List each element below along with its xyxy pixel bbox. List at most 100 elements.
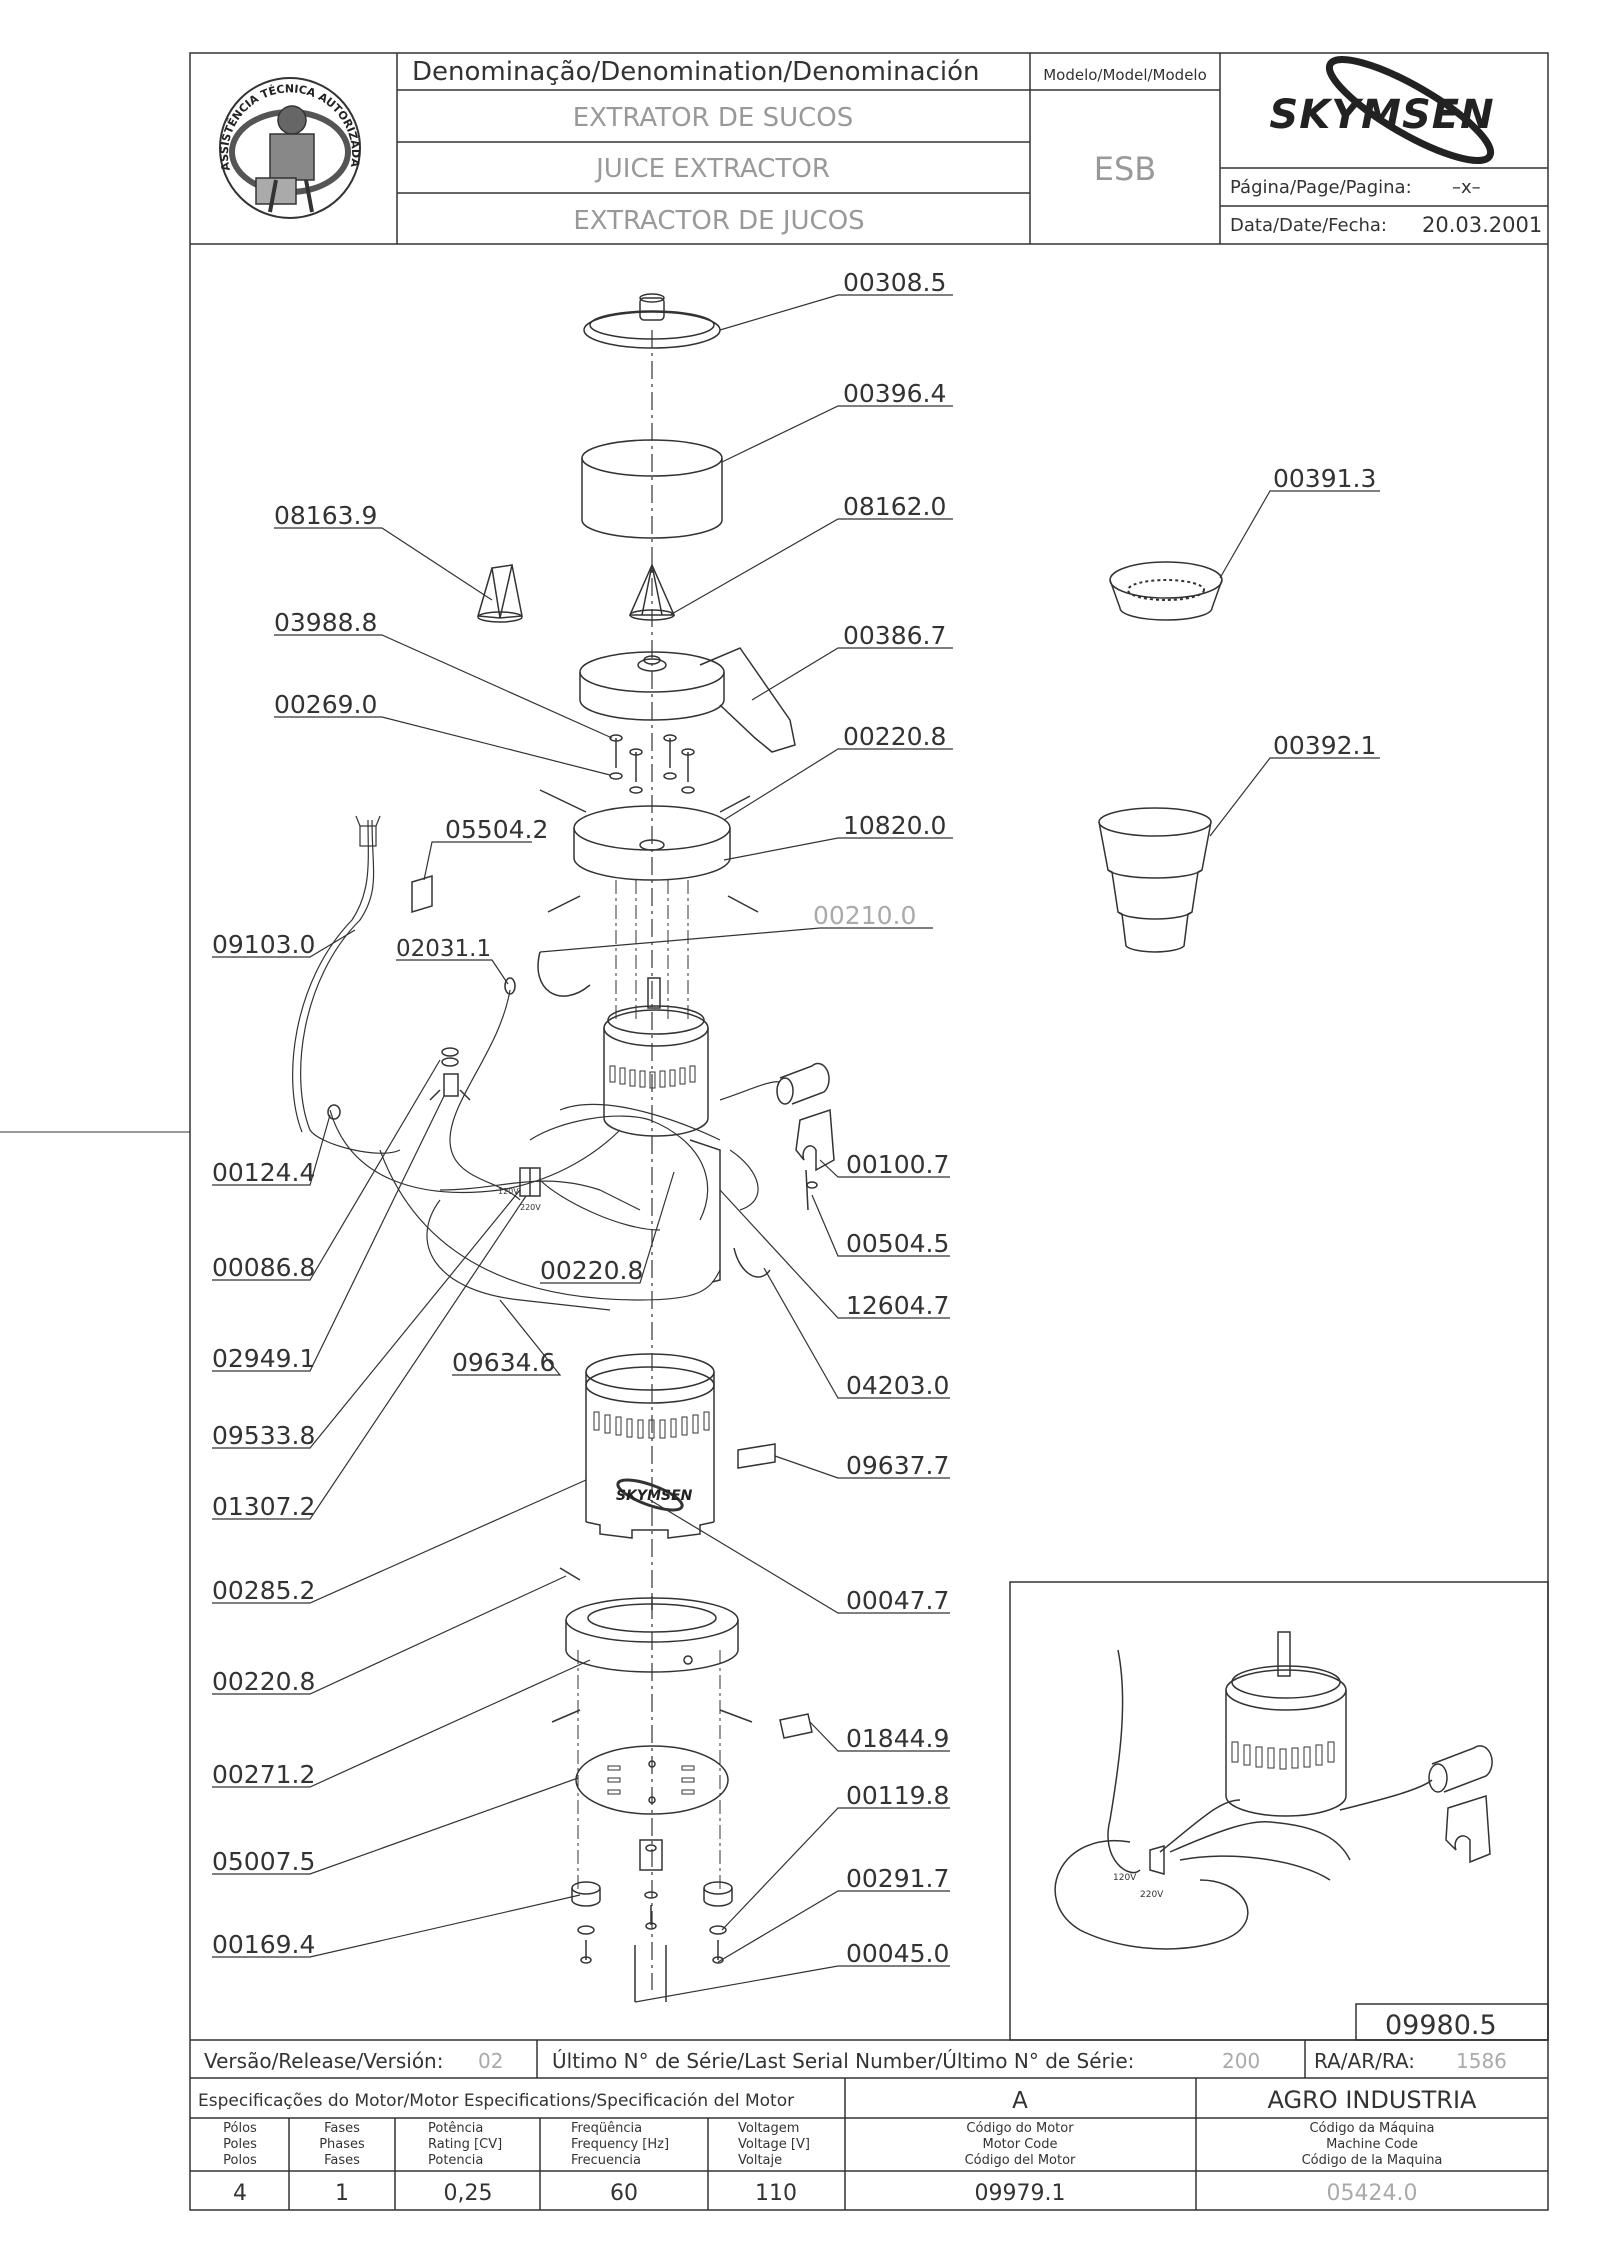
spec-voltage-l1: Voltagem: [738, 2121, 799, 2136]
spec-frequency-l2: Frequency [Hz]: [571, 2137, 669, 2152]
label-00047-7: 00047.7: [846, 1586, 949, 1615]
label-08162-0: 08162.0: [843, 492, 946, 521]
label-00391-3: 00391.3: [1273, 464, 1376, 493]
serial-value: 200: [1222, 2049, 1260, 2073]
brand-swoosh-icon: [1325, 56, 1495, 164]
label-01307-2: 01307.2: [212, 1492, 315, 1521]
product-name-pt: EXTRATOR DE SUCOS: [573, 103, 854, 133]
label-03988-8: 03988.8: [274, 608, 377, 637]
spec-machine-code-l2: Machine Code: [1326, 2137, 1418, 2152]
spec-voltage-l3: Voltaje: [738, 2153, 782, 2168]
label-09634-6: 09634.6: [452, 1348, 555, 1377]
part-body-housing: [585, 1353, 715, 1539]
spec-rating-value: 0,25: [444, 2181, 493, 2206]
label-00504-5: 00504.5: [846, 1229, 949, 1258]
label-05007-5: 05007.5: [212, 1847, 315, 1876]
inset-terminal-label-220v: 220V: [1140, 1890, 1164, 1900]
ra-value: 1586: [1456, 2049, 1507, 2073]
label-00269-0: 00269.0: [274, 690, 377, 719]
part-strainer: [1109, 561, 1223, 621]
part-screws: [609, 734, 695, 794]
spec-voltage-l2: Voltage [V]: [738, 2137, 810, 2152]
spec-col-phases: Fases Phases Fases 1: [319, 2121, 365, 2206]
spec-col-voltage: Voltagem Voltage [V] Voltaje 110: [738, 2121, 810, 2206]
label-00210-0: 00210.0: [813, 901, 916, 930]
spec-phases-l1: Fases: [324, 2121, 360, 2136]
electrical-wiring: [292, 815, 781, 1311]
label-10820-0: 10820.0: [843, 811, 946, 840]
label-00086-8: 00086.8: [212, 1253, 315, 1282]
denomination-label: Denominação/Denomination/Denominación: [412, 57, 979, 87]
label-00308-5: 00308.5: [843, 268, 946, 297]
label-04203-0: 04203.0: [846, 1371, 949, 1400]
spec-col-poles: Pólos Poles Polos 4: [223, 2121, 257, 2206]
spec-col-rating: Potência Rating [CV] Potencia 0,25: [428, 2121, 502, 2206]
part-reamer-small: [477, 564, 523, 623]
spec-machine-code-l3: Código de la Maquina: [1302, 2153, 1443, 2168]
page-label: Página/Page/Pagina:: [1230, 177, 1412, 198]
part-cup: [1098, 807, 1212, 953]
label-00386-7: 00386.7: [843, 621, 946, 650]
spec-machine-code-l1: Código da Máquina: [1309, 2121, 1434, 2136]
spec-poles-value: 4: [233, 2181, 247, 2206]
spec-poles-l1: Pólos: [223, 2121, 257, 2136]
label-00396-4: 00396.4: [843, 379, 946, 408]
release-label: Versão/Release/Versión:: [204, 2049, 443, 2073]
motor-letter: A: [1012, 2088, 1028, 2114]
part-sticker: [411, 874, 433, 914]
label-08163-9: 08163.9: [274, 501, 377, 530]
part-wire-hook: [537, 951, 591, 997]
label-00285-2: 00285.2: [212, 1576, 315, 1605]
part-switch: [429, 1047, 471, 1101]
label-09103-0: 09103.0: [212, 930, 315, 959]
date-label: Data/Date/Fecha:: [1230, 215, 1387, 236]
label-00124-4: 00124.4: [212, 1158, 315, 1187]
authorized-service-seal-icon: [219, 77, 361, 219]
spec-motor-code-l1: Código do Motor: [966, 2121, 1074, 2136]
sheet-border: [189, 52, 1549, 2211]
part-feet: [571, 1839, 733, 2002]
label-00271-2: 00271.2: [212, 1760, 315, 1789]
product-name-en: JUICE EXTRACTOR: [594, 154, 830, 184]
label-00220-8-bottom: 00220.8: [212, 1667, 315, 1696]
part-bottom-plate: [575, 1745, 729, 1815]
label-00291-7: 00291.7: [846, 1864, 949, 1893]
spec-rating-l3: Potencia: [428, 2153, 483, 2168]
inset-motor-detail: [1054, 1631, 1493, 1950]
page-value: –x–: [1452, 177, 1481, 198]
spec-rating-l2: Rating [CV]: [428, 2137, 502, 2152]
model-value: ESB: [1094, 150, 1156, 188]
part-reamer-large: [628, 563, 676, 621]
label-09637-7: 09637.7: [846, 1451, 949, 1480]
part-lid: [583, 293, 721, 349]
part-capacitor: [776, 1062, 835, 1172]
serial-label: Último N° de Série/Last Serial Number/Úl…: [552, 2049, 1134, 2073]
spec-frequency-l1: Freqüência: [571, 2121, 642, 2136]
spec-frequency-value: 60: [610, 2181, 638, 2206]
spec-phases-l3: Fases: [324, 2153, 360, 2168]
terminal-label-220v: 220V: [520, 1203, 541, 1212]
label-01844-9: 01844.9: [846, 1724, 949, 1753]
terminal-label-120v: 120V: [498, 1187, 519, 1196]
label-12604-7: 12604.7: [846, 1291, 949, 1320]
part-motor: [603, 977, 709, 1137]
spec-phases-value: 1: [335, 2181, 349, 2206]
industry-label: AGRO INDUSTRIA: [1268, 2086, 1478, 2114]
label-00169-4: 00169.4: [212, 1930, 315, 1959]
inset-terminal-label-120v: 120V: [1113, 1873, 1137, 1883]
spec-machine-code-value: 05424.0: [1327, 2181, 1418, 2206]
spec-voltage-value: 110: [755, 2181, 797, 2206]
label-09533-8: 09533.8: [212, 1421, 315, 1450]
model-label: Modelo/Model/Modelo: [1043, 66, 1207, 84]
body-brand-logo: SKYMSEN: [616, 1488, 693, 1504]
spec-col-motor-code: Código do Motor Motor Code Código del Mo…: [965, 2121, 1076, 2206]
date-value: 20.03.2001: [1422, 213, 1542, 237]
part-base-ring: [551, 1567, 813, 1739]
part-bowl-base: [539, 789, 759, 913]
spec-col-frequency: Freqüência Frequency [Hz] Frecuencia 60: [571, 2121, 669, 2206]
label-00119-8: 00119.8: [846, 1781, 949, 1810]
drawing-number: 09980.5: [1385, 2010, 1497, 2041]
label-00100-7: 00100.7: [846, 1150, 949, 1179]
ra-label: RA/AR/RA:: [1314, 2049, 1415, 2073]
product-name-es: EXTRACTOR DE JUCOS: [573, 206, 864, 236]
